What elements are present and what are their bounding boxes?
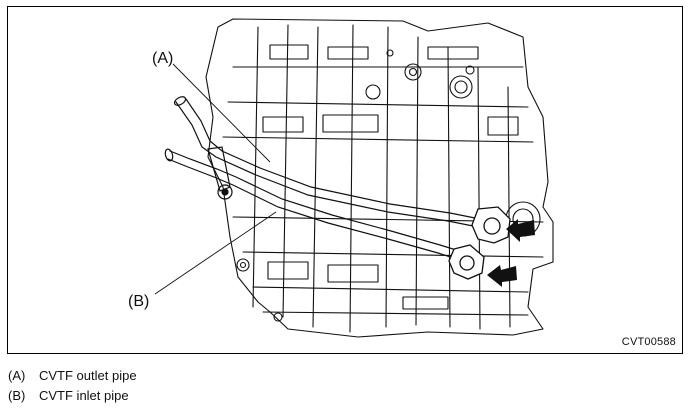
arrow-icon bbox=[487, 265, 517, 287]
callout-b: (B) bbox=[128, 293, 150, 310]
arrow-icon bbox=[506, 219, 535, 242]
transmission-case bbox=[205, 18, 554, 338]
illustration-frame: (A) (B) CVT00588 bbox=[7, 6, 683, 354]
legend-text: CVTF outlet pipe bbox=[39, 368, 137, 383]
legend-key: (B) bbox=[8, 388, 26, 403]
callout-a: (A) bbox=[152, 50, 174, 67]
figure-code: CVT00588 bbox=[621, 336, 676, 348]
legend-key: (A) bbox=[8, 368, 26, 383]
transmission-drawing bbox=[154, 18, 554, 338]
legend-item: (A) CVTF outlet pipe bbox=[8, 368, 137, 383]
legend-item: (B) CVTF inlet pipe bbox=[8, 388, 129, 403]
legend-text: CVTF inlet pipe bbox=[39, 388, 129, 403]
